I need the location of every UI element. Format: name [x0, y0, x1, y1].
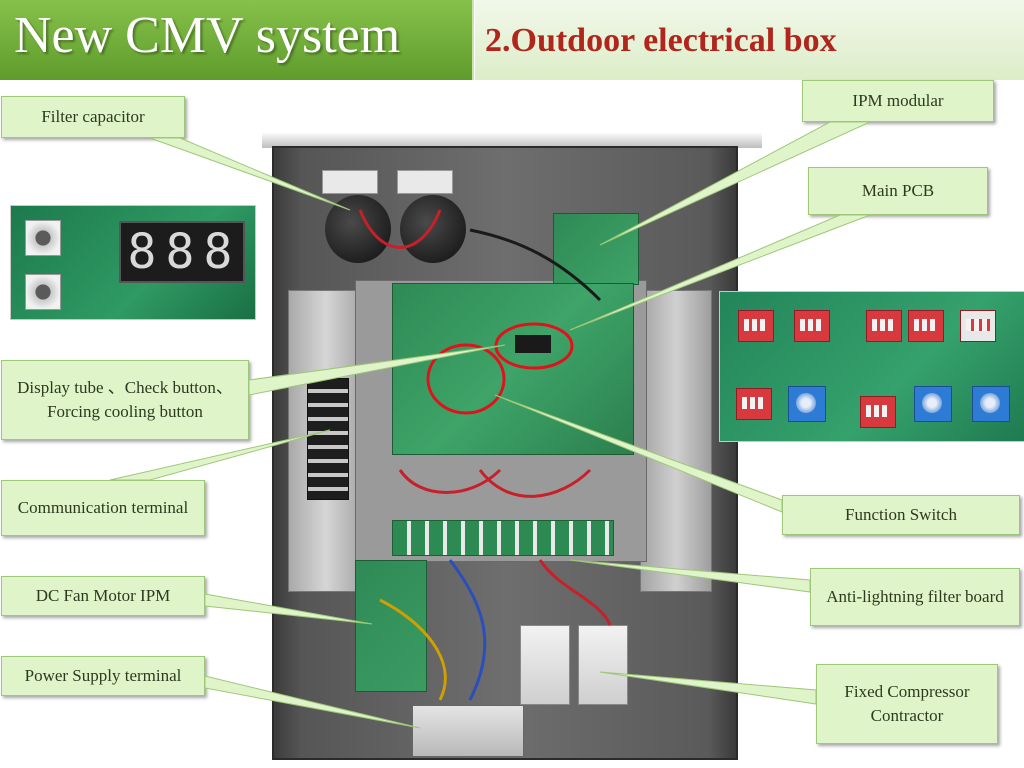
dip-switch [738, 310, 774, 342]
page-subtitle: 2.Outdoor electrical box [485, 22, 837, 59]
page-title: New CMV system [14, 7, 401, 64]
label-fixed-compressor: Fixed Compressor Contractor [816, 664, 998, 744]
label-filter-capacitor: Filter capacitor [1, 96, 185, 138]
ipm-module-board [553, 213, 639, 285]
label-power-supply-terminal: Power Supply terminal [1, 656, 205, 696]
filter-capacitor-right [400, 195, 466, 263]
dip-switch [794, 310, 830, 342]
display-digit: 8 [165, 224, 195, 280]
title-banner: New CMV system [0, 0, 474, 80]
dip-switch [736, 388, 772, 420]
display-tube-inset: 8 8 8 [10, 205, 256, 320]
dip-switch [866, 310, 902, 342]
label-display-tube: Display tube 、Check button、Forcing cooli… [1, 360, 249, 440]
display-digit: 8 [203, 224, 233, 280]
dc-fan-ipm-board [355, 560, 427, 692]
anti-lightning-terminal-strip [392, 520, 614, 556]
dip-switch [908, 310, 944, 342]
label-function-switch: Function Switch [782, 495, 1020, 535]
rotary-switch [972, 386, 1010, 422]
label-ipm-modular: IPM modular [802, 80, 994, 122]
dip-switch [860, 396, 896, 428]
display-digit: 8 [127, 224, 157, 280]
label-main-pcb: Main PCB [808, 167, 988, 215]
power-supply-terminal-block [412, 705, 524, 757]
compressor-contactor-left [520, 625, 570, 705]
function-switch-inset [719, 291, 1024, 442]
capacitor-resistor-left [322, 170, 378, 194]
check-button [25, 220, 61, 256]
subtitle-banner: 2.Outdoor electrical box [475, 0, 1024, 80]
dip-switch [960, 310, 996, 342]
rotary-switch [788, 386, 826, 422]
label-dc-fan-motor-ipm: DC Fan Motor IPM [1, 576, 205, 616]
forcing-cooling-button [25, 274, 61, 310]
seven-segment-display: 8 8 8 [119, 221, 245, 283]
compressor-contactor-right [578, 625, 628, 705]
rotary-switch [914, 386, 952, 422]
right-mount-plate [640, 290, 712, 592]
label-anti-lightning: Anti-lightning filter board [810, 568, 1020, 626]
communication-terminal-block [307, 378, 349, 500]
capacitor-resistor-right [397, 170, 453, 194]
main-pcb-board [392, 283, 634, 455]
label-communication-terminal: Communication terminal [1, 480, 205, 536]
filter-capacitor-left [325, 195, 391, 263]
